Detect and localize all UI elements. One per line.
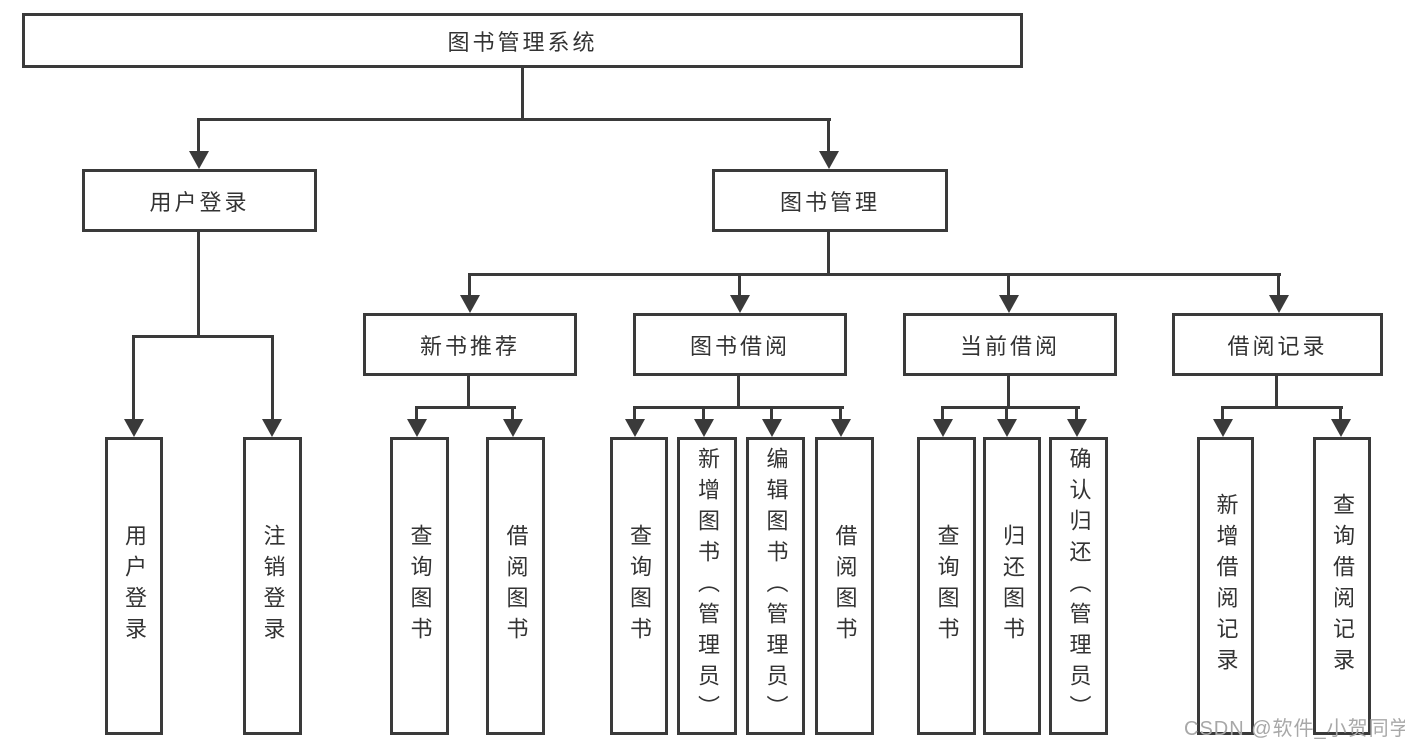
- connector-line: [839, 406, 842, 421]
- leaf-borrow-books-1: 借阅图书: [486, 437, 545, 735]
- connector-line: [1007, 376, 1010, 409]
- node-book-borrow-label: 图书借阅: [689, 333, 790, 359]
- node-current-borrow: 当前借阅: [903, 313, 1117, 376]
- leaf-return-books: 归还图书: [983, 437, 1041, 735]
- connector-line: [1221, 406, 1224, 421]
- connector-line: [132, 335, 274, 338]
- arrowhead-down-icon: [1331, 419, 1351, 437]
- connector-line: [1339, 406, 1342, 421]
- arrowhead-down-icon: [1067, 419, 1087, 437]
- connector-line: [415, 406, 516, 409]
- leaf-borrow-books-2: 借阅图书: [815, 437, 874, 735]
- connector-line: [1275, 375, 1278, 409]
- connector-line: [738, 273, 741, 297]
- node-borrow-records: 借阅记录: [1172, 313, 1383, 376]
- connector-line: [827, 118, 830, 155]
- connector-line: [1005, 406, 1008, 421]
- connector-line: [633, 406, 636, 421]
- arrowhead-down-icon: [1269, 295, 1289, 313]
- node-book-management-label: 图书管理: [779, 189, 880, 215]
- arrowhead-down-icon: [625, 419, 645, 437]
- leaf-query-books-1: 查询图书: [390, 437, 449, 735]
- node-new-book-recommend: 新书推荐: [363, 313, 577, 376]
- leaf-borrow-books-2-label: 借阅图书: [832, 524, 858, 648]
- node-root: 图书管理系统: [22, 13, 1023, 68]
- connector-line: [633, 406, 844, 409]
- leaf-query-borrow-record: 查询借阅记录: [1313, 437, 1371, 735]
- leaf-return-books-label: 归还图书: [1000, 524, 1025, 648]
- connector-line: [132, 335, 135, 421]
- connector-line: [197, 118, 831, 121]
- arrowhead-down-icon: [262, 419, 282, 437]
- leaf-query-books-3-label: 查询图书: [934, 524, 960, 648]
- arrowhead-down-icon: [407, 419, 427, 437]
- connector-line: [511, 406, 514, 421]
- leaf-query-books-1-label: 查询图书: [407, 524, 433, 648]
- leaf-add-books-admin: 新增图书（管理员）: [677, 437, 737, 735]
- connector-line: [1277, 273, 1280, 297]
- node-book-management: 图书管理: [712, 169, 948, 232]
- connector-line: [702, 406, 705, 421]
- arrowhead-down-icon: [1213, 419, 1233, 437]
- connector-line: [197, 232, 200, 337]
- leaf-query-books-2: 查询图书: [610, 437, 668, 735]
- node-new-book-recommend-label: 新书推荐: [419, 333, 520, 359]
- leaf-logout: 注销登录: [243, 437, 302, 735]
- connector-line: [197, 118, 200, 155]
- arrowhead-down-icon: [999, 295, 1019, 313]
- connector-line: [468, 273, 471, 297]
- connector-line: [1075, 406, 1078, 421]
- node-book-borrow: 图书借阅: [633, 313, 847, 376]
- arrowhead-down-icon: [460, 295, 480, 313]
- leaf-user-login-label: 用户登录: [122, 524, 147, 648]
- leaf-confirm-return-admin-label: 确认归还（管理员）: [1066, 446, 1092, 726]
- leaf-borrow-books-1-label: 借阅图书: [503, 524, 529, 648]
- connector-line: [941, 406, 1080, 409]
- connector-line: [271, 335, 274, 421]
- leaf-user-login: 用户登录: [105, 437, 163, 735]
- csdn-watermark: CSDN @软件_小贺同学: [1184, 718, 1405, 740]
- node-current-borrow-label: 当前借阅: [959, 333, 1060, 359]
- leaf-add-books-admin-label: 新增图书（管理员）: [695, 446, 720, 726]
- connector-line: [827, 232, 830, 276]
- leaf-logout-label: 注销登录: [260, 524, 286, 648]
- leaf-confirm-return-admin: 确认归还（管理员）: [1049, 437, 1108, 735]
- connector-line: [1221, 406, 1343, 409]
- arrowhead-down-icon: [189, 151, 209, 169]
- node-user-login: 用户登录: [82, 169, 317, 232]
- leaf-query-borrow-record-label: 查询借阅记录: [1330, 493, 1355, 679]
- arrowhead-down-icon: [503, 419, 523, 437]
- arrowhead-down-icon: [694, 419, 714, 437]
- connector-line: [467, 376, 470, 409]
- arrowhead-down-icon: [762, 419, 782, 437]
- arrowhead-down-icon: [730, 295, 750, 313]
- arrowhead-down-icon: [124, 419, 144, 437]
- leaf-edit-books-admin-label: 编辑图书（管理员）: [763, 446, 789, 726]
- connector-line: [521, 68, 524, 121]
- arrowhead-down-icon: [831, 419, 851, 437]
- connector-line: [941, 406, 944, 421]
- leaf-edit-books-admin: 编辑图书（管理员）: [746, 437, 805, 735]
- arrowhead-down-icon: [819, 151, 839, 169]
- arrowhead-down-icon: [997, 419, 1017, 437]
- leaf-query-books-3: 查询图书: [917, 437, 976, 735]
- leaf-add-borrow-record-label: 新增借阅记录: [1213, 493, 1239, 679]
- connector-line: [1007, 273, 1010, 297]
- node-user-login-label: 用户登录: [149, 189, 250, 215]
- connector-line: [770, 406, 773, 421]
- connector-line: [415, 406, 418, 421]
- connector-line: [737, 376, 740, 409]
- leaf-add-borrow-record: 新增借阅记录: [1197, 437, 1254, 735]
- node-borrow-records-label: 借阅记录: [1227, 333, 1328, 359]
- node-root-label: 图书管理系统: [447, 29, 598, 55]
- arrowhead-down-icon: [933, 419, 953, 437]
- connector-line: [469, 273, 1281, 276]
- leaf-query-books-2-label: 查询图书: [627, 524, 652, 648]
